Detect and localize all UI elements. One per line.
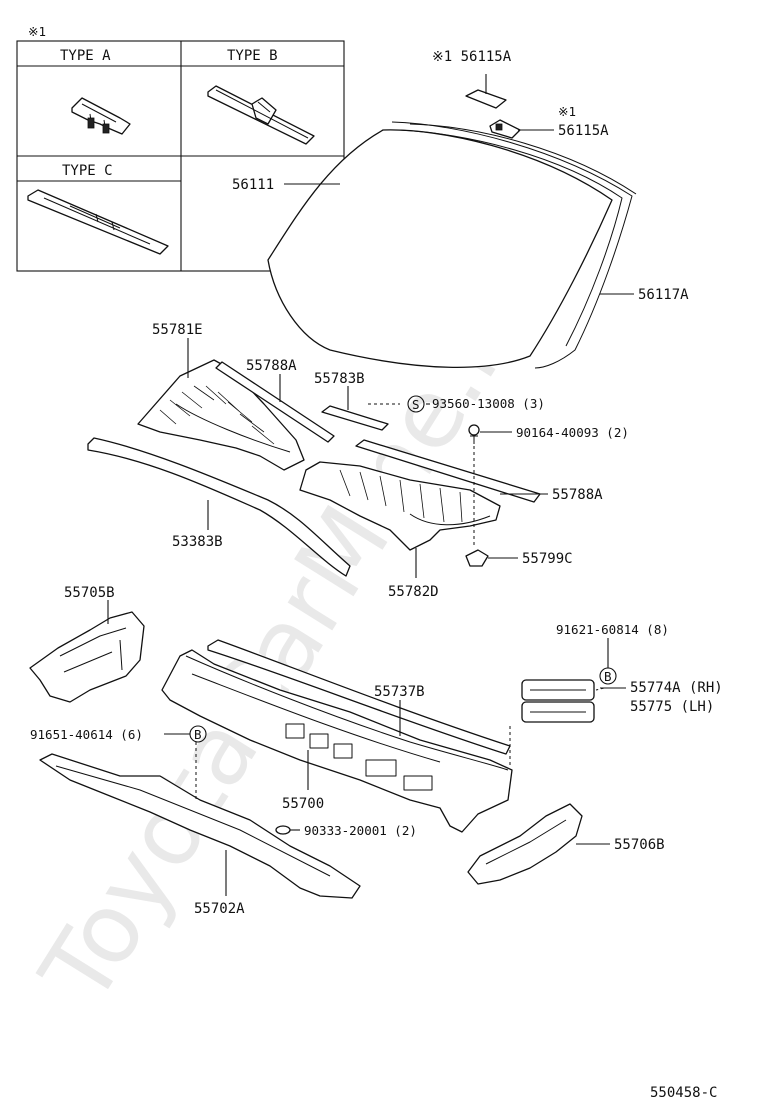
label-55737b: 55737B [374,684,425,700]
type-c-clip [27,189,169,255]
label-55706b: 55706B [614,837,665,853]
type-b-clip [207,85,315,145]
inset-note: ※1 [28,24,46,39]
label-90164-40093: 90164-40093 (2) [516,425,629,440]
bracket-55705b [29,611,145,703]
type-a-label: TYPE A [60,48,111,64]
label-56115a: 56115A [558,123,609,139]
cowl-top-ventilator-louver-55781e [137,359,305,471]
diagram-code: 550458-C [650,1085,717,1101]
label-55781e: 55781E [152,322,203,338]
clip-55799c [465,549,489,567]
label-55782d: 55782D [388,584,439,600]
type-a-clip [71,97,131,135]
cowl-top-ventilator-louver-55782d [299,461,501,551]
label-55700: 55700 [282,796,324,812]
label-90333-20001: 90333-20001 (2) [304,823,417,838]
label-55705b: 55705B [64,585,115,601]
label-55788a-top: 55788A [246,358,297,374]
brace-55702a [39,753,361,899]
mirror-bracket-56115a [465,89,521,139]
label-56117a: 56117A [638,287,689,303]
bolt-marker-b-left-text: B [194,727,202,742]
cowl-top-panel-55737b [207,639,511,755]
label-91621-60814: 91621-60814 (8) [556,622,669,637]
label-55783b: 55783B [314,371,365,387]
windshield-molding-56117a [409,123,637,195]
cowl-louver-seal-55788a-left [215,361,335,443]
label-56115a-top: ※1 56115A [432,49,512,65]
label-91651-40614: 91651-40614 (6) [30,727,143,742]
bolt-marker-b-right-text: B [604,669,612,684]
label-55775: 55775 (LH) [630,699,714,715]
label-56115a-note: ※1 [558,104,576,119]
bolt-marker-b-right: B [599,667,617,685]
brace-55706b [467,803,583,885]
label-93560-13008: 93560-13008 (3) [432,396,545,411]
label-55774a: 55774A (RH) [630,680,723,696]
type-c-label: TYPE C [62,163,113,179]
leader-lines [107,74,634,896]
bracket-55774a [521,679,595,723]
bolt-marker-s: S [407,395,425,413]
label-55702a: 55702A [194,901,245,917]
label-55799c: 55799C [522,551,573,567]
cowl-panel-55700 [161,649,513,833]
weatherstrip-53383b [87,437,351,577]
seal-55783b [321,405,389,431]
type-inset-box: ※1 TYPE A TYPE B TYPE C [16,24,345,272]
screw-90164-40093 [468,424,480,444]
bolt-marker-s-text: S [412,397,420,412]
label-55788a: 55788A [552,487,603,503]
clip-90333-20001 [275,825,291,835]
type-b-label: TYPE B [227,48,278,64]
label-56111: 56111 [232,177,274,193]
windshield-glass-56111 [267,121,633,369]
label-53383b: 53383B [172,534,223,550]
